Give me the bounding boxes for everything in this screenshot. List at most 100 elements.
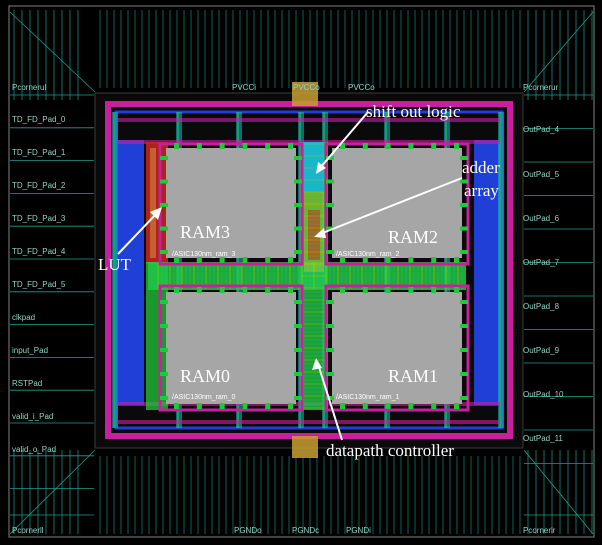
ram1-instance: /ASIC130nm_ram_1 [336, 394, 400, 401]
ram-pin [265, 257, 271, 263]
ram-pin [408, 257, 414, 263]
ram-pin [362, 403, 368, 409]
ram-pin [160, 348, 168, 352]
ram-pin [385, 287, 391, 293]
ram-pin [326, 300, 334, 304]
ram-pin [460, 156, 468, 160]
ram-pin [160, 250, 168, 254]
ram-pin [408, 287, 414, 293]
annotation-shift-out-logic: shift out logic [366, 102, 461, 121]
ram-pin [160, 226, 168, 231]
ram-pin [340, 143, 345, 149]
ram-pin [294, 324, 302, 328]
left-routing-channel [146, 262, 168, 410]
core-hstrap [118, 420, 500, 424]
bottom-pad-label: PGNDc [292, 526, 319, 535]
ram0-label: RAM0 [180, 366, 230, 386]
ram-pin [385, 143, 391, 149]
bottom-pad-label: PGNDo [234, 526, 262, 535]
lut-logic-stripe [150, 148, 156, 258]
ram-pin [294, 396, 302, 400]
pad-ring-lines [9, 10, 594, 535]
bottom-pad-label: PGNDi [346, 526, 371, 535]
arrow-lut [117, 211, 159, 255]
ram-pin [362, 257, 368, 263]
annotation-adder-line2: array [464, 181, 499, 200]
ram-pin [294, 179, 302, 184]
right-pad-label: OutPad_9 [523, 346, 560, 355]
ram3-label: RAM3 [180, 222, 230, 242]
pad-corner-line [523, 11, 594, 93]
ram-pin [219, 403, 225, 409]
annotation-lut: LUT [98, 255, 132, 274]
left-pad-label: TD_FD_Pad_5 [12, 280, 66, 289]
ram-pin [408, 403, 414, 409]
ram-pin [219, 143, 225, 149]
ram-pin [460, 324, 468, 328]
ram-pin [160, 179, 168, 184]
ram-pin [265, 143, 271, 149]
ram-pin [326, 203, 334, 207]
arrow-shift-out [319, 111, 369, 169]
ram-pin [160, 396, 168, 400]
left-pad-label: Pcornerul [12, 83, 46, 92]
left-pad-label: TD_FD_Pad_4 [12, 247, 66, 256]
left-pad-label: input_Pad [12, 346, 48, 355]
ram-pin [326, 250, 334, 254]
annotation-datapath-controller: datapath controller [326, 441, 454, 460]
left-pad-label: valid_i_Pad [12, 412, 53, 421]
ram-pin [288, 403, 293, 409]
ram-pin [454, 257, 459, 263]
right-pad-label: Pcornerlr [523, 526, 556, 535]
shift-out-logic-region [302, 142, 324, 192]
ram-pin [460, 348, 468, 352]
arrowhead-datapath [312, 358, 322, 370]
ram-pin [294, 156, 302, 160]
ram-pin [242, 257, 248, 263]
routing-hatch [149, 143, 463, 409]
right-pad-label: OutPad_5 [523, 170, 560, 179]
ram-pin [326, 372, 334, 376]
arrow-datapath [317, 363, 343, 441]
ram3-block: RAM3 /ASIC130nm_ram_3 [158, 142, 304, 266]
ram-pin [326, 348, 334, 352]
ram-pin [326, 226, 334, 231]
left-pad-label: Pcornerll [12, 526, 44, 535]
arrow-adder [319, 177, 463, 235]
ram-pin [160, 300, 168, 304]
ram-pin [174, 143, 179, 149]
ram-pin [326, 179, 334, 184]
annotations: shift out logic adder array LUT datapath… [98, 102, 500, 460]
ram3-instance: /ASIC130nm_ram_3 [172, 251, 236, 258]
ram-pin [454, 403, 459, 409]
core-strap-inner [499, 112, 501, 428]
ram-pin [431, 287, 437, 293]
ram-pin [160, 203, 168, 207]
left-pad-label: valid_o_Pad [12, 445, 56, 454]
ram0-instance: /ASIC130nm_ram_0 [172, 394, 236, 401]
top-pad-label: PVCCo [293, 83, 320, 92]
core-hstrap [118, 118, 500, 122]
pad-corner-line [9, 449, 96, 535]
ram-pin [460, 226, 468, 231]
right-pad-label: OutPad_11 [523, 434, 563, 443]
ram-pin [288, 287, 293, 293]
right-pad-label: OutPad_10 [523, 390, 564, 399]
ram1-macro [332, 292, 462, 404]
ram2-instance: /ASIC130nm_ram_2 [336, 251, 400, 258]
ram-pin [242, 403, 248, 409]
ram-pin [326, 156, 334, 160]
ram-pin [460, 250, 468, 254]
right-pad-label: OutPad_7 [523, 258, 560, 267]
pad-labels: PcornerulTD_FD_Pad_0TD_FD_Pad_1TD_FD_Pad… [12, 83, 564, 535]
ram-pin [288, 257, 293, 263]
ram-pin [385, 403, 391, 409]
ram3-macro [166, 148, 296, 258]
ram-pin [460, 372, 468, 376]
ram-pin [340, 257, 345, 263]
top-pad-label: PVCCi [232, 83, 256, 92]
ram-pin [294, 300, 302, 304]
ram-pin [460, 203, 468, 207]
ram-pin [294, 203, 302, 207]
